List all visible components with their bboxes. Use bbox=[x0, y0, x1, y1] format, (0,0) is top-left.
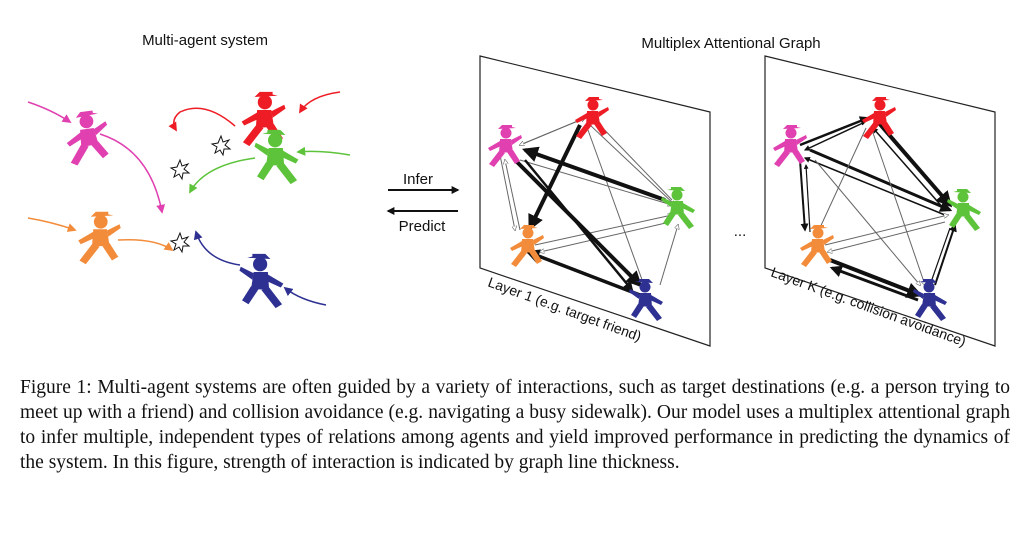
starburst-icon bbox=[169, 231, 191, 254]
infer-label: Infer bbox=[403, 171, 433, 188]
pink-trajectory bbox=[27, 101, 72, 123]
green-agent-icon bbox=[254, 129, 299, 185]
layers-ellipsis: ... bbox=[734, 223, 747, 240]
starburst-icon bbox=[210, 134, 232, 157]
left-panel-title: Multi-agent system bbox=[142, 32, 268, 49]
green-trajectory-in bbox=[296, 146, 351, 156]
pink-trajectory-2 bbox=[99, 133, 166, 214]
starburst-icon bbox=[169, 158, 191, 181]
pink-agent-icon bbox=[62, 108, 113, 167]
orange-agent-icon bbox=[78, 211, 121, 265]
figure-caption: Figure 1: Multi-agent systems are often … bbox=[20, 377, 1010, 473]
multi-agent-scene bbox=[27, 91, 351, 309]
red-trajectory-out bbox=[168, 107, 236, 132]
layer-k-panel: Layer K (e.g. collision avoidance) bbox=[764, 55, 996, 349]
blue-agent-icon bbox=[239, 253, 284, 309]
blue-trajectory-in bbox=[283, 286, 327, 306]
orange-trajectory-out bbox=[117, 238, 174, 252]
orange-trajectory-in bbox=[27, 217, 77, 232]
green-trajectory-out bbox=[189, 157, 256, 194]
infer-predict-arrows: Infer Predict bbox=[386, 171, 460, 235]
figure: Multi-agent system Multiplex Attentional… bbox=[27, 32, 996, 349]
right-panel-title: Multiplex Attentional Graph bbox=[641, 35, 820, 52]
predict-label: Predict bbox=[399, 218, 447, 235]
red-trajectory-in bbox=[299, 91, 341, 114]
blue-trajectory-out bbox=[193, 230, 241, 266]
layer-1-panel: Layer 1 (e.g. target friend) bbox=[479, 55, 711, 347]
